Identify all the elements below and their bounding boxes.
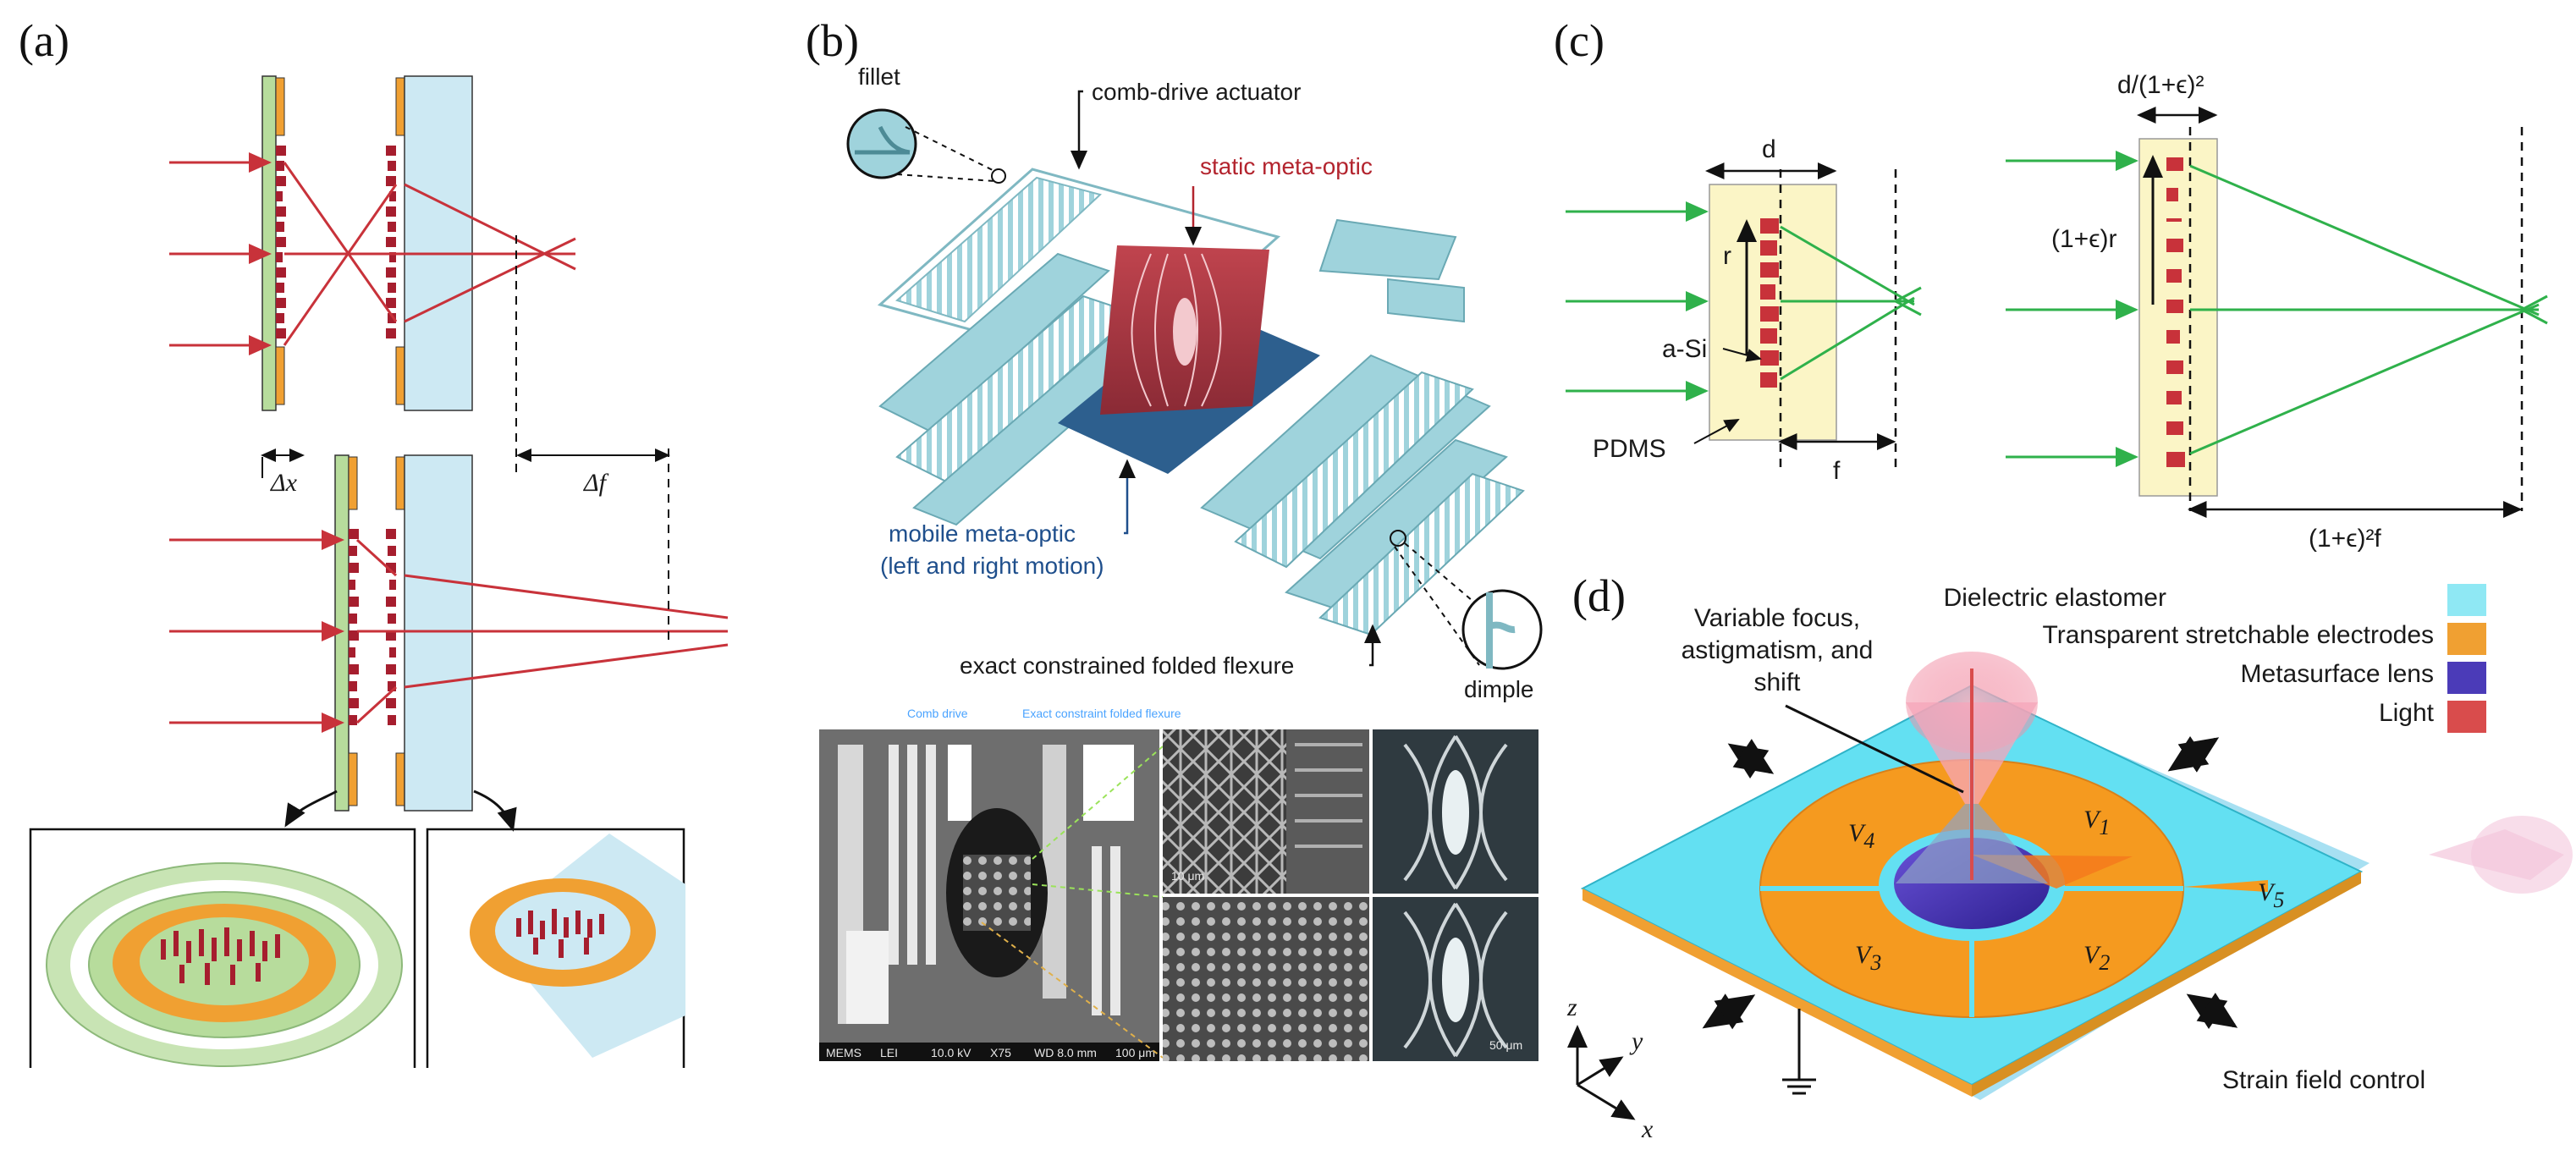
mobile-meta-optic-motion-label: (left and right motion): [880, 553, 1104, 579]
mobile-substrate: [261, 75, 277, 411]
panel-a: (a): [19, 15, 729, 1068]
panel-c-label: (c): [1554, 15, 1604, 66]
sem-footer-5: 100 μm: [1115, 1046, 1155, 1059]
sem-footer-0: MEMS: [826, 1046, 861, 1059]
unstretched-lens: d r a-Si PDMS f: [1566, 135, 1922, 485]
legend-swatch-3: [2447, 701, 2486, 733]
annotation-line-1: Variable focus,: [1694, 604, 1860, 632]
f-label: f: [1833, 457, 1841, 485]
electrode-bottom: [275, 346, 285, 405]
f-scaled-label: (1+ϵ)²f: [2309, 525, 2381, 553]
tunable-lens-device: [1580, 652, 2573, 1100]
metasurface-pillars-1: [276, 146, 286, 338]
sem-footer-2: 10.0 kV: [931, 1046, 972, 1059]
annotation-line-2: astigmatism, and: [1682, 636, 1874, 664]
axes-triad: z y x: [1566, 993, 1654, 1143]
static-metasurface-device: [470, 834, 685, 1058]
annotation-line-3: shift: [1753, 669, 1801, 696]
sem-footer-1: LEI: [880, 1046, 898, 1059]
v4-label: V4: [1848, 819, 1874, 853]
r-label: r: [1723, 242, 1731, 270]
sem-micrographs: MEMS LEI 10.0 kV X75 WD 8.0 mm 100 μm Co…: [819, 707, 1538, 1061]
pdms-label: PDMS: [1593, 435, 1666, 463]
panel-c: (c) d r a-Si PDMS f: [1554, 15, 2548, 553]
d-label: d: [1762, 135, 1776, 163]
mobile-metasurface-device: [46, 862, 403, 1067]
delta-x-label: Δx: [270, 469, 298, 497]
v3-label: V3: [1855, 941, 1881, 975]
electrode-top: [275, 77, 285, 136]
panel-b-label: (b): [806, 15, 859, 66]
delta-f-label: Δf: [583, 469, 609, 497]
dimple-label: dimple: [1464, 676, 1533, 702]
legend-swatch-1: [2447, 623, 2486, 655]
legend-label-0: Dielectric elastomer: [1944, 584, 2166, 612]
sem-scale-50: 50 μm: [1489, 1038, 1522, 1052]
glass-substrate: [404, 75, 473, 411]
panel-a-offsets: Δx Δf: [261, 448, 670, 497]
strain-arrows: [1702, 735, 2238, 1030]
stretched-lens: d/(1+ϵ)² (1+ϵ)r (1+ϵ)²f: [2006, 71, 2548, 553]
v5-label: V5: [2258, 878, 2284, 912]
strain-label: Strain field control: [2222, 1066, 2425, 1094]
fillet-label: fillet: [858, 63, 900, 90]
mobile-meta-optic-label: mobile meta-optic: [889, 520, 1076, 547]
panel-a-lower-system: [169, 448, 729, 832]
panel-b: (b): [806, 15, 1543, 1061]
panel-d: (d) Dielectric elastomer Transparent str…: [1566, 570, 2573, 1143]
v1-label: V1: [2083, 806, 2110, 839]
panel-d-label: (d): [1572, 570, 1626, 621]
axis-z-label: z: [1566, 993, 1577, 1021]
sem-flexure-label: Exact constraint folded flexure: [1022, 707, 1181, 720]
metasurface-pillars-2: [386, 146, 396, 338]
v2-label: V2: [2083, 941, 2110, 975]
d-scaled-label: d/(1+ϵ)²: [2117, 71, 2204, 99]
panel-a-insets: [29, 828, 685, 1068]
sem-comb-drive-label: Comb drive: [907, 707, 968, 720]
ground-symbol: [1782, 1009, 1816, 1095]
rays-upper: [169, 152, 576, 355]
legend-label-2: Metasurface lens: [2241, 660, 2434, 688]
flexure-label: exact constrained folded flexure: [960, 652, 1294, 679]
panel-d-legend: Dielectric elastomer Transparent stretch…: [1944, 584, 2486, 733]
axis-x-label: x: [1641, 1115, 1654, 1143]
static-meta-optic-label: static meta-optic: [1200, 153, 1373, 179]
panel-a-label: (a): [19, 15, 69, 66]
legend-swatch-0: [2447, 584, 2486, 616]
mems-device-illustration: [846, 108, 1543, 670]
comb-drive-label: comb-drive actuator: [1092, 79, 1301, 105]
r-scaled-label: (1+ϵ)r: [2051, 225, 2116, 253]
axis-y-label: y: [1629, 1027, 1643, 1055]
legend-label-3: Light: [2379, 699, 2435, 727]
panel-a-upper-system: [169, 75, 576, 474]
a-si-label: a-Si: [1662, 335, 1707, 363]
sem-footer-3: X75: [990, 1046, 1011, 1059]
legend-swatch-2: [2447, 662, 2486, 694]
legend-label-1: Transparent stretchable electrodes: [2043, 621, 2434, 649]
sem-scale-10: 10 μm: [1171, 869, 1204, 883]
sem-footer-4: WD 8.0 mm: [1034, 1046, 1097, 1059]
